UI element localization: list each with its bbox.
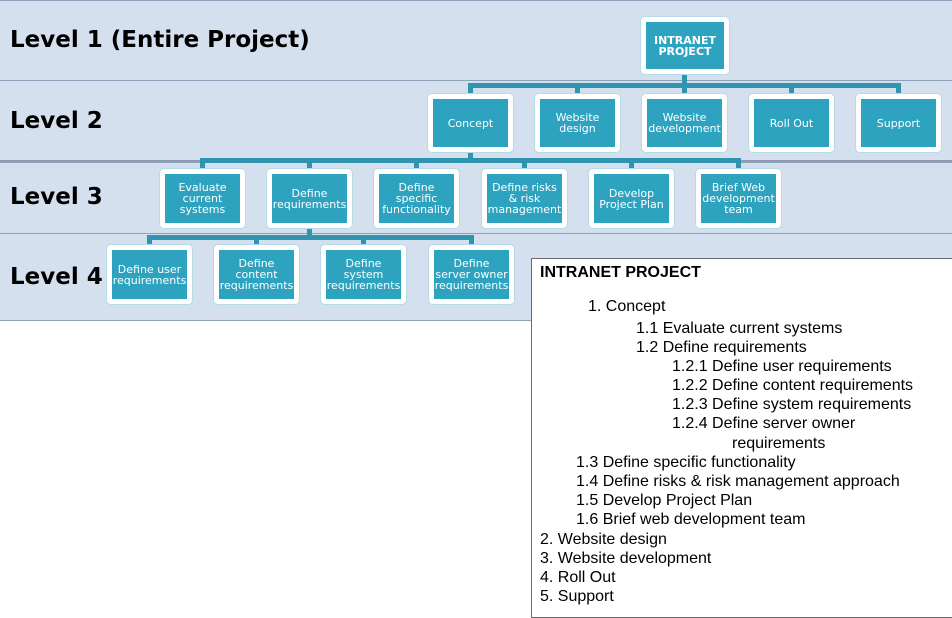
outline-item: 1.4 Define risks & risk management appro… <box>576 473 900 490</box>
node-roll-out[interactable]: Roll Out <box>749 94 834 152</box>
node-define-server-owner-requirements[interactable]: Define server owner requirements <box>429 245 514 304</box>
outline-item: 1.2.3 Define system requirements <box>672 396 912 413</box>
outline-item: 1.5 Develop Project Plan <box>576 492 753 509</box>
connector-to-website-design <box>575 83 580 97</box>
connector-to-define-risks <box>522 158 527 172</box>
node-website-design[interactable]: Website design <box>535 94 620 152</box>
node-define-system-requirements[interactable]: Define system requirements <box>321 245 406 304</box>
level-2-label: Level 2 <box>10 108 103 134</box>
connector-to-define-functionality <box>414 158 419 172</box>
node-define-user-requirements-label: Define user requirements <box>112 262 187 287</box>
connector-to-website-development <box>682 83 687 97</box>
node-develop-project-plan-label: Develop Project Plan <box>599 186 664 211</box>
connector-root-down <box>682 72 687 86</box>
node-define-specific-functionality[interactable]: Define specific functionality <box>374 169 459 228</box>
node-website-design-label: Website design <box>555 111 600 135</box>
node-define-risks-label: Define risks & risk management <box>487 181 562 216</box>
node-brief-web-development-team[interactable]: Brief Web development team <box>696 169 781 228</box>
connector-to-develop-plan <box>629 158 634 172</box>
node-website-development[interactable]: Website development <box>642 94 727 152</box>
connector-to-define-requirements <box>307 158 312 172</box>
level-4-label: Level 4 <box>10 264 103 290</box>
connector-to-user-req <box>147 235 152 247</box>
outline-title: INTRANET PROJECT <box>540 264 701 281</box>
connector-to-content-req <box>254 235 259 247</box>
node-website-development-label: Website development <box>648 111 721 135</box>
node-define-specific-functionality-label: Define specific functionality <box>382 181 451 216</box>
level-1-band <box>0 0 952 81</box>
level-3-band <box>0 162 952 234</box>
connector-to-support <box>896 83 901 97</box>
node-define-user-requirements[interactable]: Define user requirements <box>107 245 192 304</box>
connector-requirements-down <box>307 226 312 238</box>
node-define-risks[interactable]: Define risks & risk management <box>482 169 567 228</box>
node-define-system-requirements-label: Define system requirements <box>326 257 401 292</box>
outline-item: 1.2.2 Define content requirements <box>672 377 914 394</box>
node-roll-out-label: Roll Out <box>769 116 814 130</box>
outline-item: 2. Website design <box>540 531 667 548</box>
node-intranet-project-label: INTRANET PROJECT <box>653 33 716 58</box>
node-develop-project-plan[interactable]: Develop Project Plan <box>589 169 674 228</box>
outline-item: requirements <box>732 435 826 452</box>
node-define-content-requirements[interactable]: Define content requirements <box>214 245 299 304</box>
connector-to-server-req <box>469 235 474 247</box>
outline-item: 4. Roll Out <box>540 569 616 586</box>
outline-item: 1.1 Evaluate current systems <box>636 320 843 337</box>
node-support[interactable]: Support <box>856 94 941 152</box>
outline-item: 5. Support <box>540 588 614 605</box>
node-define-content-requirements-label: Define content requirements <box>219 257 294 292</box>
node-evaluate-current-systems[interactable]: Evaluate current systems <box>160 169 245 228</box>
node-evaluate-current-systems-label: Evaluate current systems <box>178 181 227 216</box>
outline-panel: INTRANET PROJECT 1. Concept 1.1 Evaluate… <box>531 258 952 618</box>
connector-to-system-req <box>361 235 366 247</box>
node-brief-web-development-team-label: Brief Web development team <box>702 181 775 216</box>
outline-item: 1.2.4 Define server owner <box>672 415 856 432</box>
level-3-label: Level 3 <box>10 184 103 210</box>
connector-level4-bar <box>147 235 474 240</box>
outline-item: 1.2.1 Define user requirements <box>672 358 892 375</box>
connector-to-roll-out <box>789 83 794 97</box>
node-concept-label: Concept <box>447 116 494 130</box>
outline-item: 3. Website development <box>540 550 712 567</box>
connector-to-concept <box>468 83 473 97</box>
connector-concept-down <box>468 148 473 162</box>
node-concept[interactable]: Concept <box>428 94 513 152</box>
node-define-requirements[interactable]: Define requirements <box>267 169 352 228</box>
outline-item: 1.3 Define specific functionality <box>576 454 796 471</box>
connector-level3-bar <box>200 158 741 163</box>
level-1-label: Level 1 (Entire Project) <box>10 27 310 53</box>
node-intranet-project[interactable]: INTRANET PROJECT <box>641 17 729 74</box>
outline-item: 1.2 Define requirements <box>636 339 807 356</box>
outline-item: 1. Concept <box>588 298 666 315</box>
outline-item: 1.6 Brief web development team <box>576 511 806 528</box>
node-define-requirements-label: Define requirements <box>272 186 347 211</box>
connector-to-evaluate <box>200 158 205 172</box>
node-define-server-owner-requirements-label: Define server owner requirements <box>434 257 509 292</box>
node-support-label: Support <box>876 116 921 130</box>
connector-to-brief-team <box>736 158 741 172</box>
